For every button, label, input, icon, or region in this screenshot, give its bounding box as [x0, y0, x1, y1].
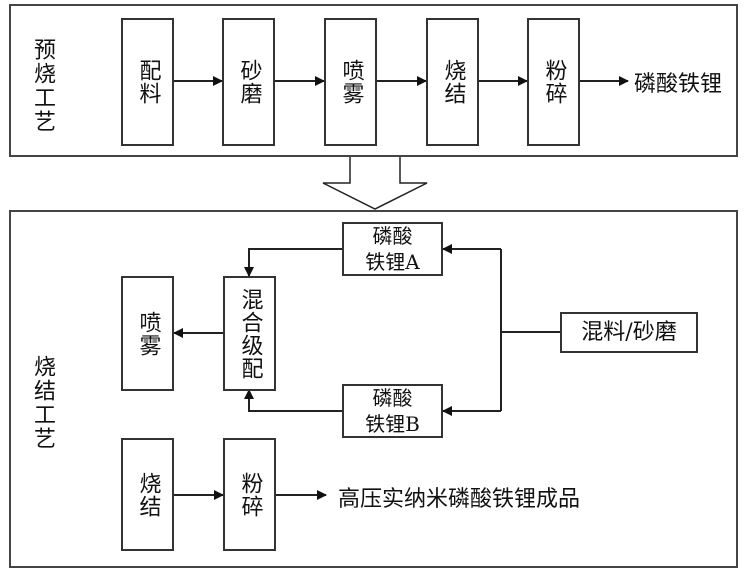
down-arrow-icon: [322, 157, 428, 210]
arrow-a-to-mix: [244, 248, 342, 277]
step-penwu: 喷雾: [324, 18, 377, 146]
sinter-title: 烧结工艺: [30, 355, 55, 451]
preburn-title: 预烧工艺: [30, 38, 55, 134]
mix-box: 混合级配: [223, 276, 276, 391]
arrow-b-to-mix: [244, 389, 342, 412]
spray-box: 喷雾: [121, 276, 174, 391]
step-peiliao: 配料: [121, 18, 174, 146]
preburn-output: 磷酸铁锂: [634, 72, 723, 97]
source-box: 混料/砂磨: [560, 312, 698, 353]
step-shamo: 砂磨: [222, 18, 275, 146]
step-shaojie: 烧结: [426, 18, 479, 146]
branch-b-box: 磷酸铁锂B: [342, 384, 443, 438]
step-fensui: 粉碎: [527, 18, 580, 146]
crush-step-box: 粉碎: [223, 438, 276, 551]
sinter-step-box: 烧结: [121, 438, 174, 551]
branch-a-box: 磷酸铁锂A: [342, 222, 443, 276]
final-output: 高压实纳米磷酸铁锂成品: [338, 487, 581, 512]
